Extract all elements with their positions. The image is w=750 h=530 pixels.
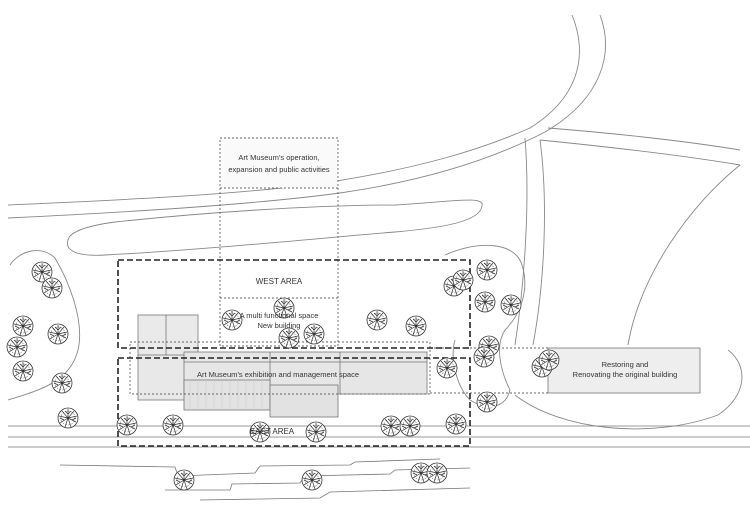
labels: Art Museum’s operation, expansion and pu… [197, 153, 677, 436]
tree-icon [305, 421, 327, 443]
tree-icon [473, 346, 495, 368]
tree-icon [476, 391, 498, 413]
tree-icon [500, 294, 522, 316]
operation-label-line1: Art Museum’s operation, [238, 153, 319, 162]
west-area-outline [117, 259, 471, 349]
tree-icon [57, 407, 79, 429]
multifunction-label-line2: New building [258, 321, 301, 330]
tree-icon [474, 291, 496, 313]
tree-icon [12, 360, 34, 382]
tree-icon [116, 414, 138, 436]
tree-icon [476, 259, 498, 281]
original-building [547, 347, 701, 394]
east-area-outline [117, 357, 471, 447]
tree-icon [405, 315, 427, 337]
tree-icon [538, 349, 560, 371]
tree-icon [366, 309, 388, 331]
multifunction-label-line1: A multi functional space [240, 311, 319, 320]
tree-icon [399, 415, 421, 437]
tree-icon [47, 323, 69, 345]
tree-icon [173, 469, 195, 491]
operation-label-line2: expansion and public activities [228, 165, 330, 174]
tree-icon [162, 414, 184, 436]
east-area-label: EAST AREA [250, 427, 295, 436]
tree-icon [6, 336, 28, 358]
tree-icon [303, 323, 325, 345]
west-area-label: WEST AREA [256, 277, 303, 286]
exhibition-label: Art Museum’s exhibition and management s… [197, 370, 359, 379]
tree-icon [301, 469, 323, 491]
tree-icon [278, 327, 300, 349]
building-south-b [269, 384, 339, 418]
tree-icon [41, 277, 63, 299]
tree-icon [12, 315, 34, 337]
building-south-a [183, 379, 271, 411]
tree-icon [436, 357, 458, 379]
tree-icon [380, 415, 402, 437]
restoring-label-line2: Renovating the original building [573, 370, 678, 379]
tree-icon [452, 269, 474, 291]
road-lines [7, 14, 743, 430]
tree-icon [426, 462, 448, 484]
restoring-label-line1: Restoring and [602, 360, 649, 369]
tree-icon [51, 372, 73, 394]
area-outlines [117, 259, 471, 447]
buildings [137, 314, 701, 418]
tree-icon [445, 413, 467, 435]
ground-lines [8, 425, 750, 501]
multifunction-zone [219, 297, 339, 347]
